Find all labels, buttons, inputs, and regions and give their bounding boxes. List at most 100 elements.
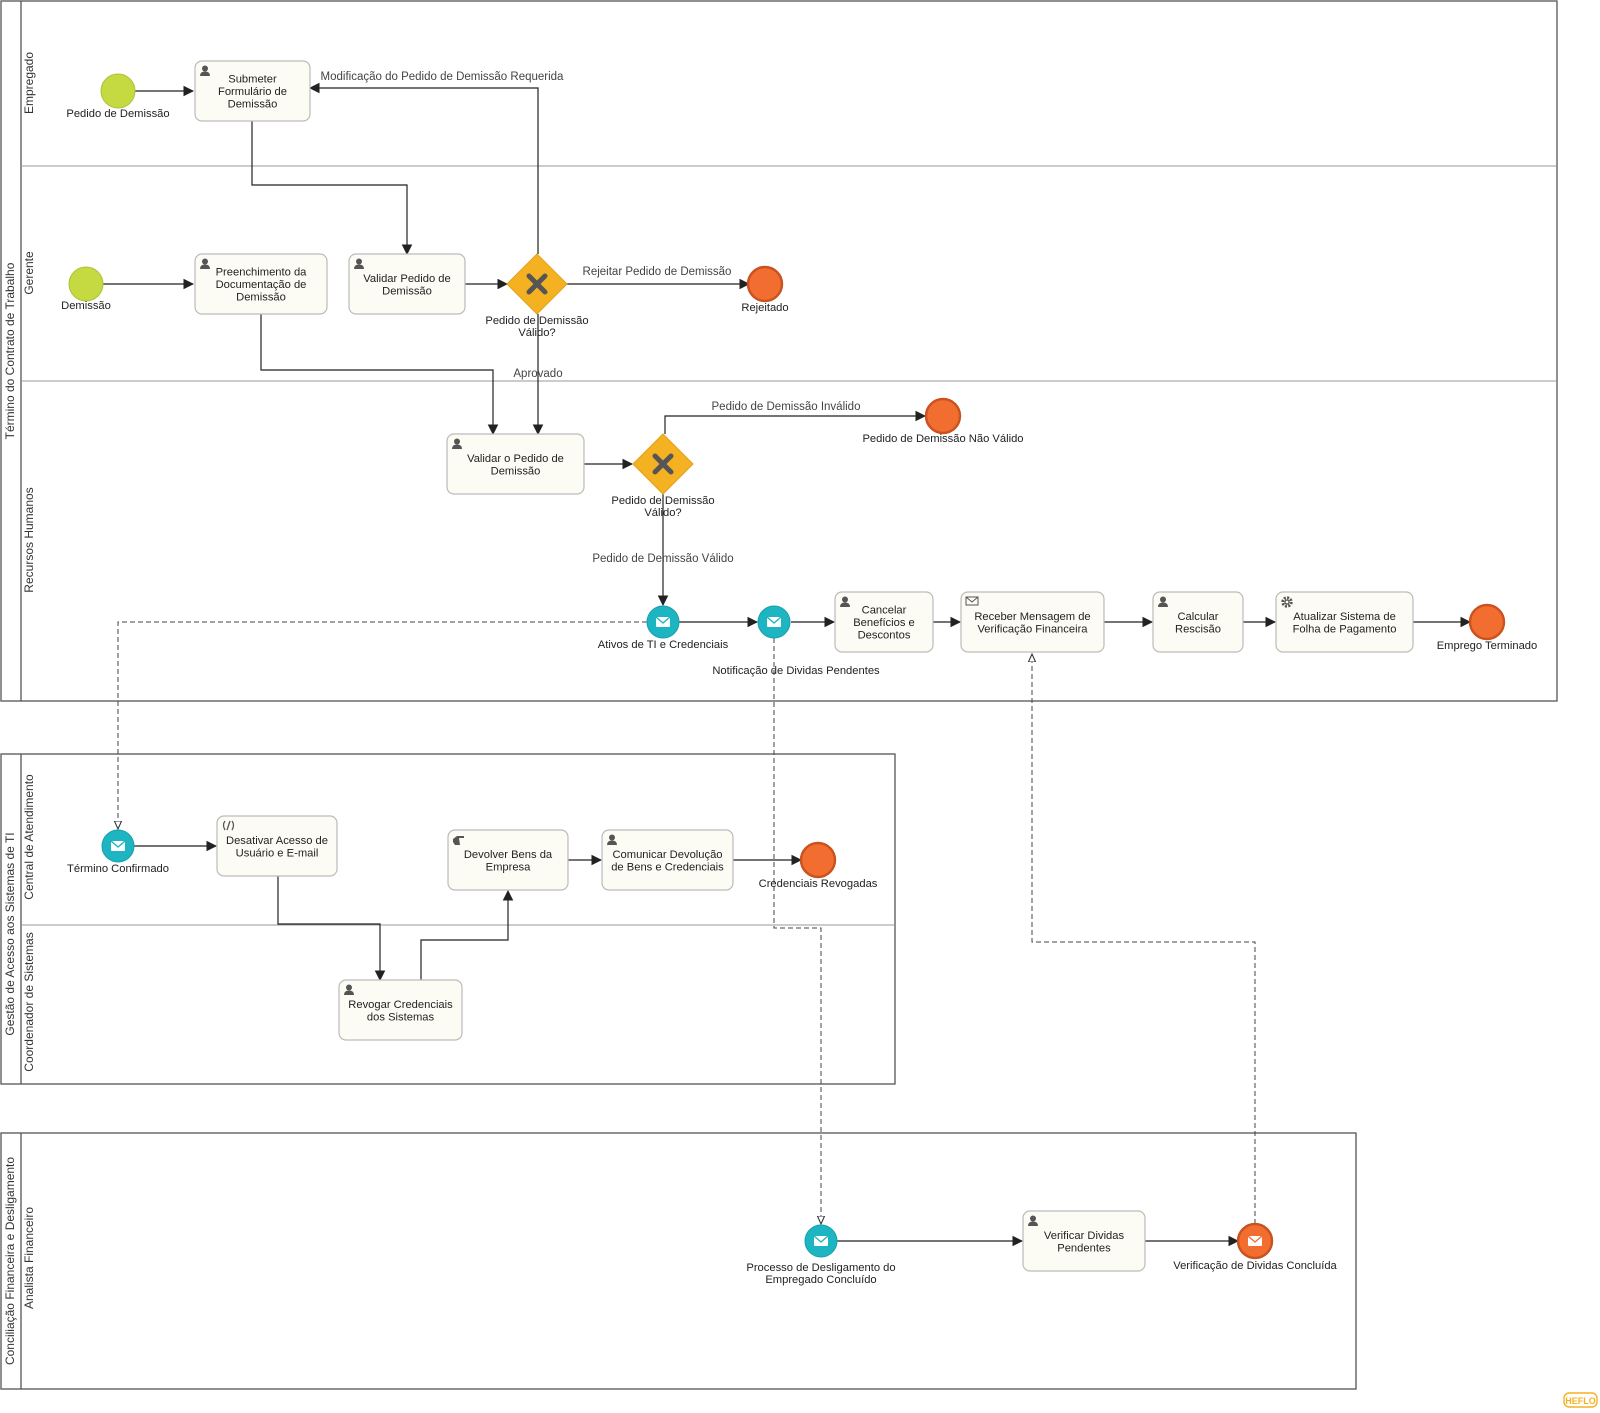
event-demissao[interactable]: Demissão [61, 266, 111, 312]
envelope-icon [965, 596, 979, 606]
event-credenciais-revogadas[interactable]: Credenciais Revogadas [759, 841, 878, 890]
event-label: Término Confirmado [67, 863, 169, 875]
pool-termino: Término do Contrato de Trabalho Empregad… [0, 0, 1558, 702]
user-icon [354, 258, 364, 269]
x-icon [526, 273, 548, 295]
lane-label-empregado: Empregado [22, 52, 36, 114]
heflo-logo-text: HEFLO [1565, 1396, 1596, 1406]
flow-label-aprovado: Aprovado [513, 368, 562, 380]
event-verificacao-concluida[interactable]: Verificação de Dividas Concluída [1173, 1222, 1338, 1272]
event-pedido-de-demissao[interactable]: Pedido de Demissão [66, 73, 170, 120]
task-box [601, 829, 734, 891]
task-box [960, 591, 1105, 653]
task-box [348, 253, 466, 315]
task-box [834, 591, 934, 653]
flow-label-rejeitar: Rejeitar Pedido de Demissão [583, 266, 732, 278]
event-label: Pedido de Demissão Não Válido [862, 433, 1023, 445]
event-label: Rejeitado [741, 302, 788, 314]
lane-label-rh: Recursos Humanos [22, 487, 36, 592]
event-nao-valido[interactable]: Pedido de Demissão Não Válido [862, 397, 1024, 445]
event-circle [799, 841, 837, 879]
event-label: Demissão [61, 300, 111, 312]
user-icon [200, 65, 210, 76]
events: Pedido de Demissão Demissão Rejeitado Pe… [61, 73, 1538, 1286]
event-circle [746, 265, 784, 303]
event-rejeitado[interactable]: Rejeitado [741, 265, 789, 314]
task-box [1152, 591, 1244, 653]
user-icon [1158, 596, 1168, 607]
user-icon [607, 834, 617, 845]
task-box [1275, 591, 1414, 653]
pool-conciliacao: Conciliação Financeira e Desligamento An… [0, 1132, 1357, 1390]
event-label: Pedido de Demissão [66, 108, 169, 120]
task-box [194, 253, 328, 315]
lane-label-central: Central de Atendimento [22, 774, 36, 900]
sequence-flows [103, 82, 1472, 1247]
pool-gestao: Gestão de Acesso aos Sistemas de TI Cent… [0, 753, 896, 1085]
lane-label-analista: Analista Financeiro [22, 1207, 36, 1309]
event-label: Verificação de Dividas Concluída [1173, 1260, 1337, 1272]
flow-labels: Modificação do Pedido de Demissão Requer… [321, 71, 861, 565]
event-label: Notificação de Dividas Pendentes [712, 665, 880, 677]
event-label: Emprego Terminado [1437, 640, 1538, 652]
envelope-icon [766, 616, 782, 627]
flow-submeter-to-validar [251, 121, 413, 256]
event-circle [100, 73, 136, 109]
event-label: Ativos de TI e Credenciais [598, 639, 729, 651]
envelope-icon [813, 1235, 829, 1246]
task-box [1022, 1210, 1146, 1272]
flow-gateway-to-submeter [308, 82, 539, 254]
msgflow-ativos-to-termino [118, 621, 647, 829]
envelope-icon [655, 616, 671, 627]
msgflow-notificacao-to-processo [773, 638, 821, 1224]
message-flows [118, 621, 1256, 1224]
pool-label-termino: Término do Contrato de Trabalho [3, 262, 17, 439]
x-icon [652, 453, 674, 475]
heflo-logo: HEFLO [1563, 1392, 1598, 1408]
event-label: Credenciais Revogadas [759, 878, 878, 890]
gear-icon [1281, 596, 1293, 608]
event-termino-confirmado[interactable]: Término Confirmado [67, 829, 169, 875]
event-ativos-ti[interactable]: Ativos de TI e Credenciais [598, 605, 729, 651]
task-box [194, 60, 311, 122]
user-icon [344, 984, 354, 995]
lane-label-gerente: Gerente [22, 251, 36, 295]
user-icon [1028, 1215, 1038, 1226]
pool-label-gestao: Gestão de Acesso aos Sistemas de TI [3, 832, 17, 1035]
user-icon [840, 596, 850, 607]
flow-revogar-to-devolver [420, 889, 514, 980]
flow-label-invalido: Pedido de Demissão Inválido [712, 401, 861, 413]
event-notificacao-dividas[interactable]: Notificação de Dividas Pendentes [712, 605, 880, 677]
event-circle [924, 397, 962, 435]
event-emprego-terminado[interactable]: Emprego Terminado [1437, 603, 1538, 652]
user-icon [452, 438, 462, 449]
script-icon [222, 820, 235, 831]
